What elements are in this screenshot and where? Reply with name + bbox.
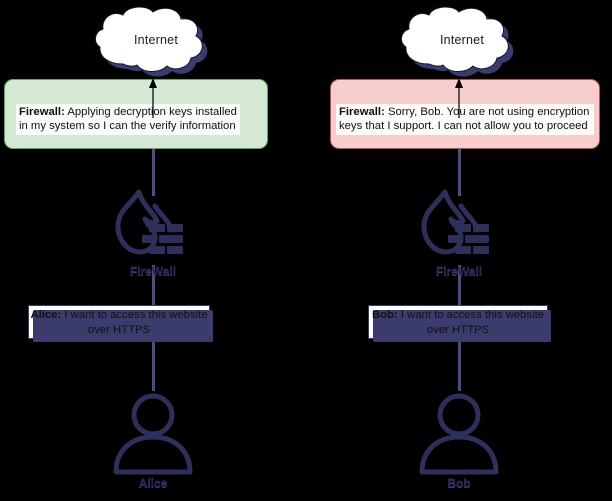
request-message-text-alice: I want to access this website over HTTPS [64, 309, 208, 336]
firewall-speaker-left: Firewall: [19, 106, 65, 118]
cloud-icon [95, 6, 208, 77]
firewall-icon-left: FireWall [109, 186, 197, 278]
request-message-bob: Bob: I want to access this website over … [368, 305, 551, 342]
person-bob: Bob [414, 388, 504, 490]
firewall-message-text-left: Applying decryption keys installed in my… [19, 106, 237, 133]
firewall-icon-right: FireWall [415, 186, 503, 278]
user-person-icon [113, 393, 193, 475]
scenario-bob-blocked: Internet [306, 0, 612, 501]
firewall-message-text-right: Sorry, Bob. You are not using encryption… [339, 106, 590, 133]
user-person-icon [419, 393, 499, 475]
request-message-alice: Alice: I want to access this website ove… [28, 305, 213, 342]
person-label-alice: Alice [138, 476, 168, 490]
internet-cloud-left: Internet [91, 6, 221, 82]
connector-firewall-to-message-right [458, 265, 461, 305]
cloud-label-left: Internet [134, 33, 178, 47]
scenario-alice-allowed: Internet [4, 6, 271, 490]
connector-message-to-person-left [152, 341, 155, 391]
request-speaker-bob: Bob: [371, 309, 398, 321]
firewall-label-right: FireWall [435, 264, 483, 278]
person-alice: Alice [108, 388, 198, 490]
arrow-up-icon-left [149, 78, 157, 118]
firewall-flame-brick-icon [421, 189, 489, 255]
cloud-label-right: Internet [440, 33, 484, 47]
connector-box-to-firewall-right [458, 149, 461, 196]
firewall-label-left: FireWall [129, 264, 177, 278]
connector-firewall-to-message-left [152, 265, 155, 305]
cloud-icon [401, 6, 514, 77]
request-speaker-alice: Alice: [30, 309, 62, 321]
firewall-message-blocked: Firewall: Sorry, Bob. You are not using … [336, 104, 594, 136]
firewall-flame-brick-icon [115, 189, 183, 255]
firewall-speaker-right: Firewall: [339, 106, 385, 118]
request-message-text-bob: I want to access this website over HTTPS [400, 309, 545, 336]
person-label-bob: Bob [447, 476, 471, 490]
connector-message-to-person-right [458, 341, 461, 391]
internet-cloud-right: Internet [397, 6, 527, 82]
firewall-message-allowed: Firewall: Applying decryption keys insta… [16, 104, 240, 136]
arrow-up-icon-right [455, 78, 463, 118]
connector-box-to-firewall-left [152, 149, 155, 196]
